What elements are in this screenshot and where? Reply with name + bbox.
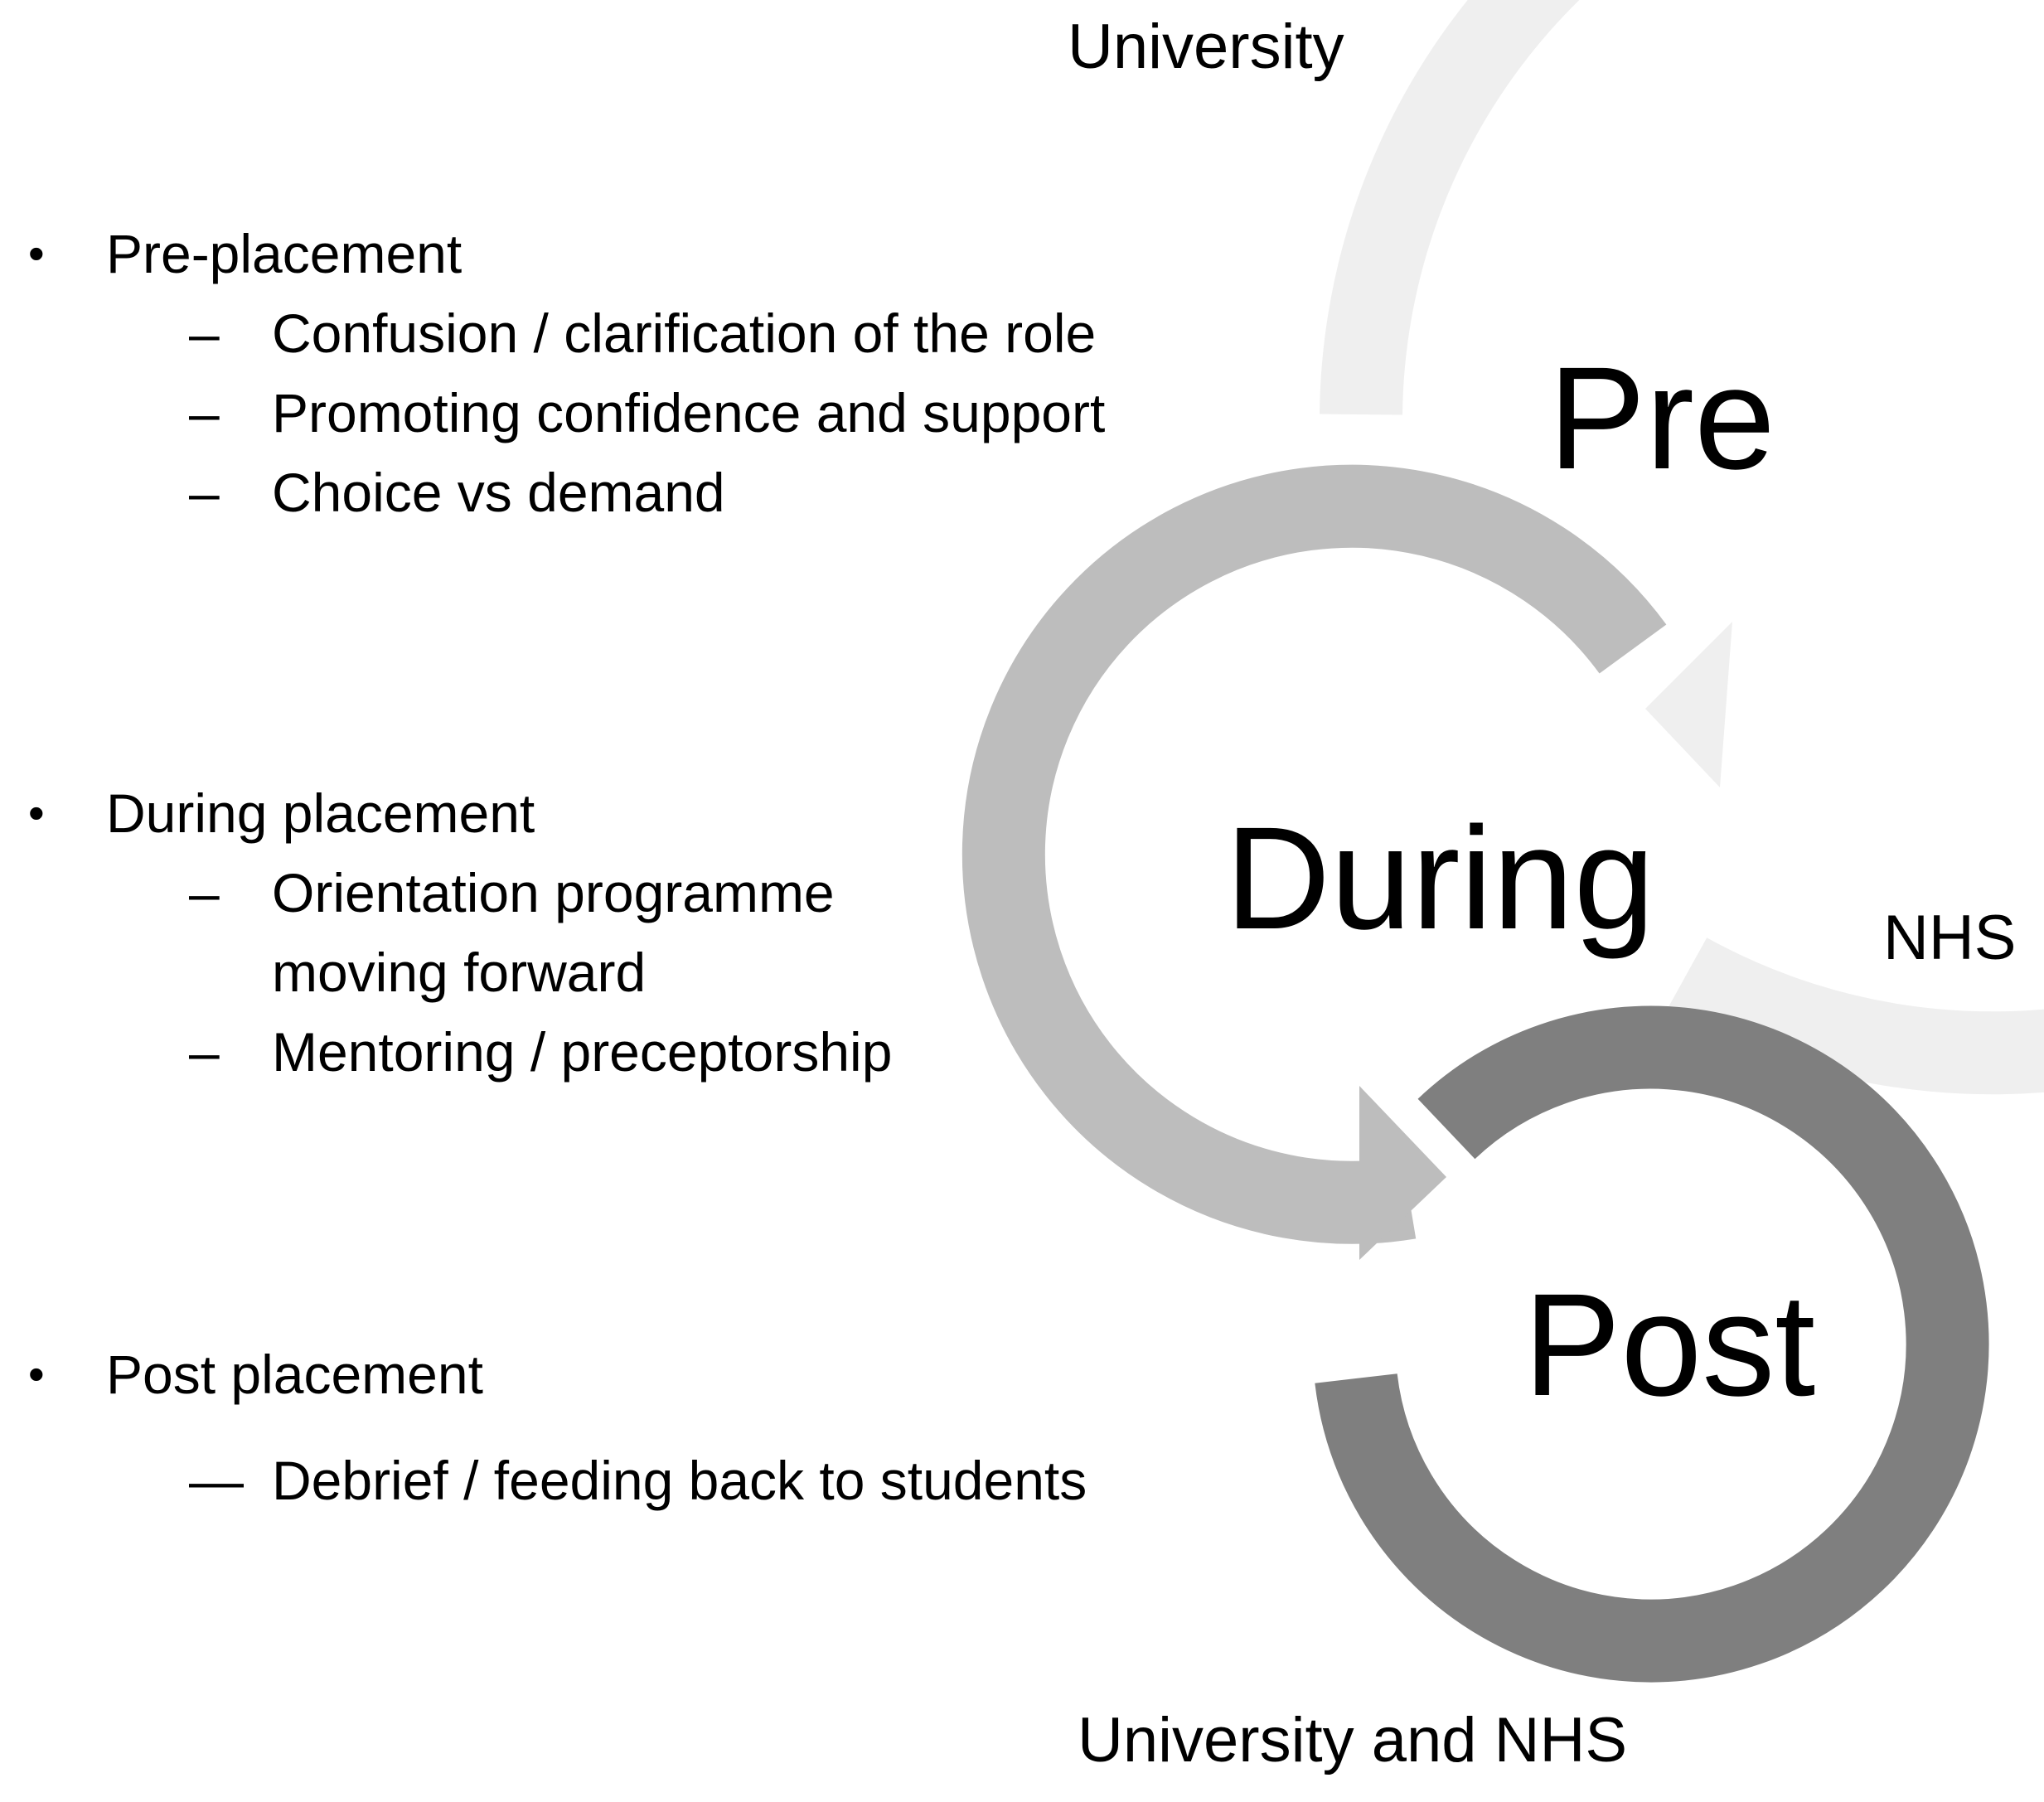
pre-placement-items: – Confusion / clarification of the role …	[0, 293, 1210, 532]
during-phase-label: During	[1225, 797, 1655, 960]
dash-icon: —	[189, 1450, 244, 1511]
university-and-nhs-label: University and NHS	[1078, 1705, 1628, 1775]
list-item-text: Choice vs demand	[272, 462, 725, 523]
bullet-icon: •	[28, 1348, 45, 1400]
university-label: University	[1068, 12, 1344, 82]
dash-icon: –	[189, 382, 220, 443]
during-placement-heading: • During placement	[0, 773, 1210, 853]
list-item: — Debrief / feeding back to students	[0, 1441, 1210, 1520]
pre-placement-heading-text: Pre-placement	[106, 223, 463, 284]
list-item-text: Debrief / feeding back to students	[272, 1450, 1087, 1511]
list-item: – Choice vs demand	[0, 453, 1210, 532]
post-placement-items: — Debrief / feeding back to students	[0, 1441, 1210, 1520]
during-placement-block: • During placement – Orientation program…	[0, 773, 1210, 1092]
during-ring-arc	[961, 464, 1667, 1244]
post-placement-block: • Post placement — Debrief / feeding bac…	[0, 1335, 1210, 1520]
dash-icon: –	[189, 462, 220, 523]
list-item: – Orientation programme moving forward	[0, 853, 1210, 1012]
list-item-text: Mentoring / preceptorship	[272, 1021, 893, 1083]
list-item: – Promoting confidence and support	[0, 373, 1210, 453]
during-placement-items: – Orientation programme moving forward –…	[0, 853, 1210, 1092]
bullet-icon: •	[28, 787, 45, 839]
pre-arrowhead	[1645, 622, 1732, 787]
bullet-icon: •	[28, 227, 45, 279]
list-item: – Mentoring / preceptorship	[0, 1012, 1210, 1092]
list-item-text: Promoting confidence and support	[272, 382, 1106, 443]
nhs-label: NHS	[1883, 903, 2017, 973]
pre-placement-block: • Pre-placement – Confusion / clarificat…	[0, 214, 1210, 532]
dash-icon: –	[189, 1021, 220, 1083]
post-phase-label: Post	[1523, 1264, 1816, 1427]
during-placement-heading-text: During placement	[106, 782, 535, 844]
post-placement-heading: • Post placement	[0, 1335, 1210, 1414]
pre-cycle-arrow	[1320, 0, 2044, 1095]
dash-icon: –	[189, 862, 220, 923]
pre-phase-label: Pre	[1548, 337, 1775, 500]
pre-placement-heading: • Pre-placement	[0, 214, 1210, 293]
list-item: – Confusion / clarification of the role	[0, 293, 1210, 373]
post-placement-heading-text: Post placement	[106, 1344, 483, 1405]
phase-bullet-list: • Pre-placement – Confusion / clarificat…	[0, 214, 1210, 1520]
post-ring-arc	[1315, 1005, 1989, 1683]
list-item-text: Orientation programme moving forward	[272, 862, 835, 1003]
during-cycle-arrow	[961, 464, 1667, 1260]
during-arrowhead	[1359, 1086, 1446, 1260]
list-item-text: Confusion / clarification of the role	[272, 303, 1097, 364]
post-cycle-arrow	[1315, 1005, 1989, 1683]
dash-icon: –	[189, 303, 220, 364]
